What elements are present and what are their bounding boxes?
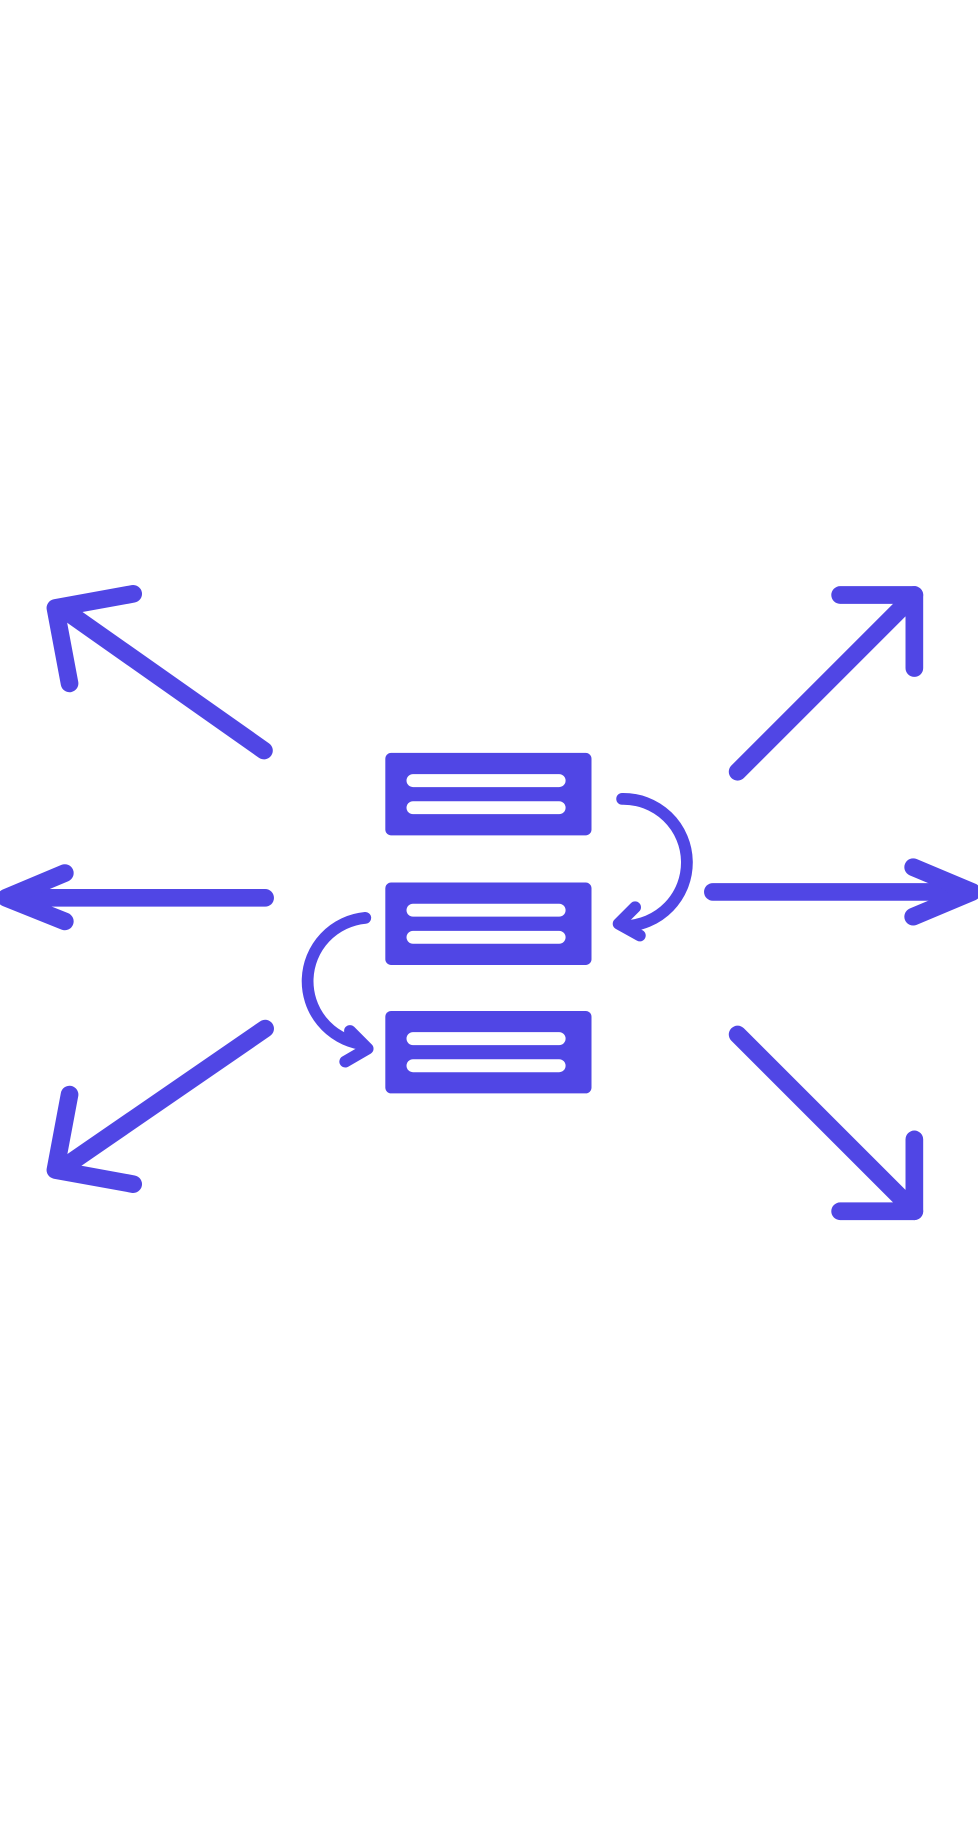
server-slot	[406, 1059, 566, 1073]
rotate-clockwise-icon	[612, 792, 693, 942]
server-slot	[406, 801, 566, 815]
rotate-counterclockwise-icon	[301, 911, 374, 1068]
arrow-down-right-icon	[728, 1025, 924, 1221]
server-unit	[385, 882, 592, 965]
arrow-up-left-icon	[46, 585, 273, 760]
server-stack-icon	[385, 752, 592, 1094]
rotation-arrows	[301, 792, 693, 1068]
arrow-up-right-icon	[728, 586, 924, 781]
server-slot	[406, 930, 566, 944]
arrow-right-icon	[704, 858, 978, 926]
server-unit	[385, 752, 592, 836]
arrow-left-icon	[0, 864, 274, 931]
outward-arrows	[0, 585, 978, 1221]
server-slot	[406, 1032, 566, 1046]
server-slot	[406, 774, 566, 788]
arrow-down-left-icon	[46, 1019, 274, 1193]
server-slot	[406, 903, 566, 917]
server-unit	[385, 1010, 592, 1094]
